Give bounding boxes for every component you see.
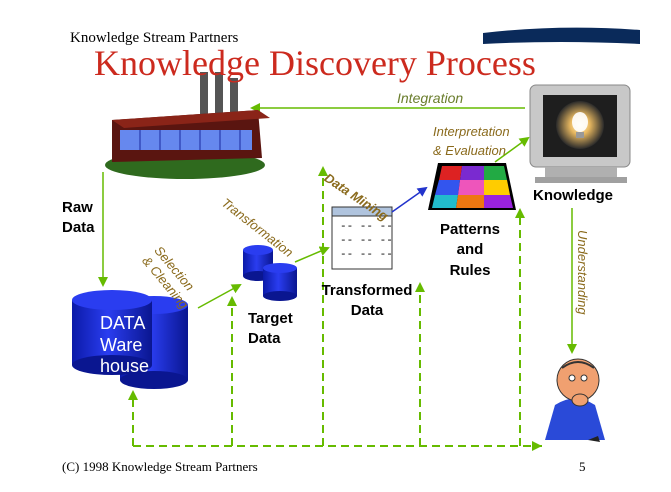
data-mining-arrow (391, 186, 428, 213)
navy-swoosh (483, 27, 640, 44)
footer-copyright: (C) 1998 Knowledge Stream Partners (62, 459, 258, 474)
data-warehouse-cylinders-icon (72, 290, 188, 389)
factory-icon (105, 72, 270, 179)
understanding-label: Understanding (575, 230, 590, 315)
data-table-row: -- -- -- (340, 235, 393, 247)
integration-label: Integration (397, 90, 464, 106)
target-data-cylinders-icon (243, 245, 297, 301)
feedback-arrowheads (128, 166, 542, 451)
monitor-lightbulb-icon (529, 84, 631, 183)
interpretation-label: Interpretation & Evaluation (433, 124, 510, 158)
page-number: 5 (579, 459, 586, 474)
thinking-man-icon (545, 358, 605, 442)
selection-arrow (197, 284, 242, 309)
puzzle-icon (428, 163, 516, 210)
company-name: Knowledge Stream Partners (70, 30, 239, 46)
data-table-row: -- -- -- (340, 221, 393, 233)
page-title: Knowledge Discovery Process (94, 43, 536, 83)
feedback-loop (132, 168, 542, 447)
data-warehouse-label: DATA Ware house (100, 313, 150, 377)
target-data-label: Target Data (248, 310, 293, 348)
data-table-icon (331, 206, 393, 270)
data-table-row: -- -- -- (340, 249, 393, 261)
data-table-rows: -- -- -- -- -- -- -- -- -- (340, 220, 393, 262)
raw-data-label: Raw Data (62, 199, 95, 237)
knowledge-label: Knowledge (533, 187, 614, 204)
patterns-rules-label: Patterns and Rules (439, 221, 501, 279)
transformed-data-label: Transformed Data (321, 282, 413, 320)
interpretation-arrow (494, 136, 530, 163)
